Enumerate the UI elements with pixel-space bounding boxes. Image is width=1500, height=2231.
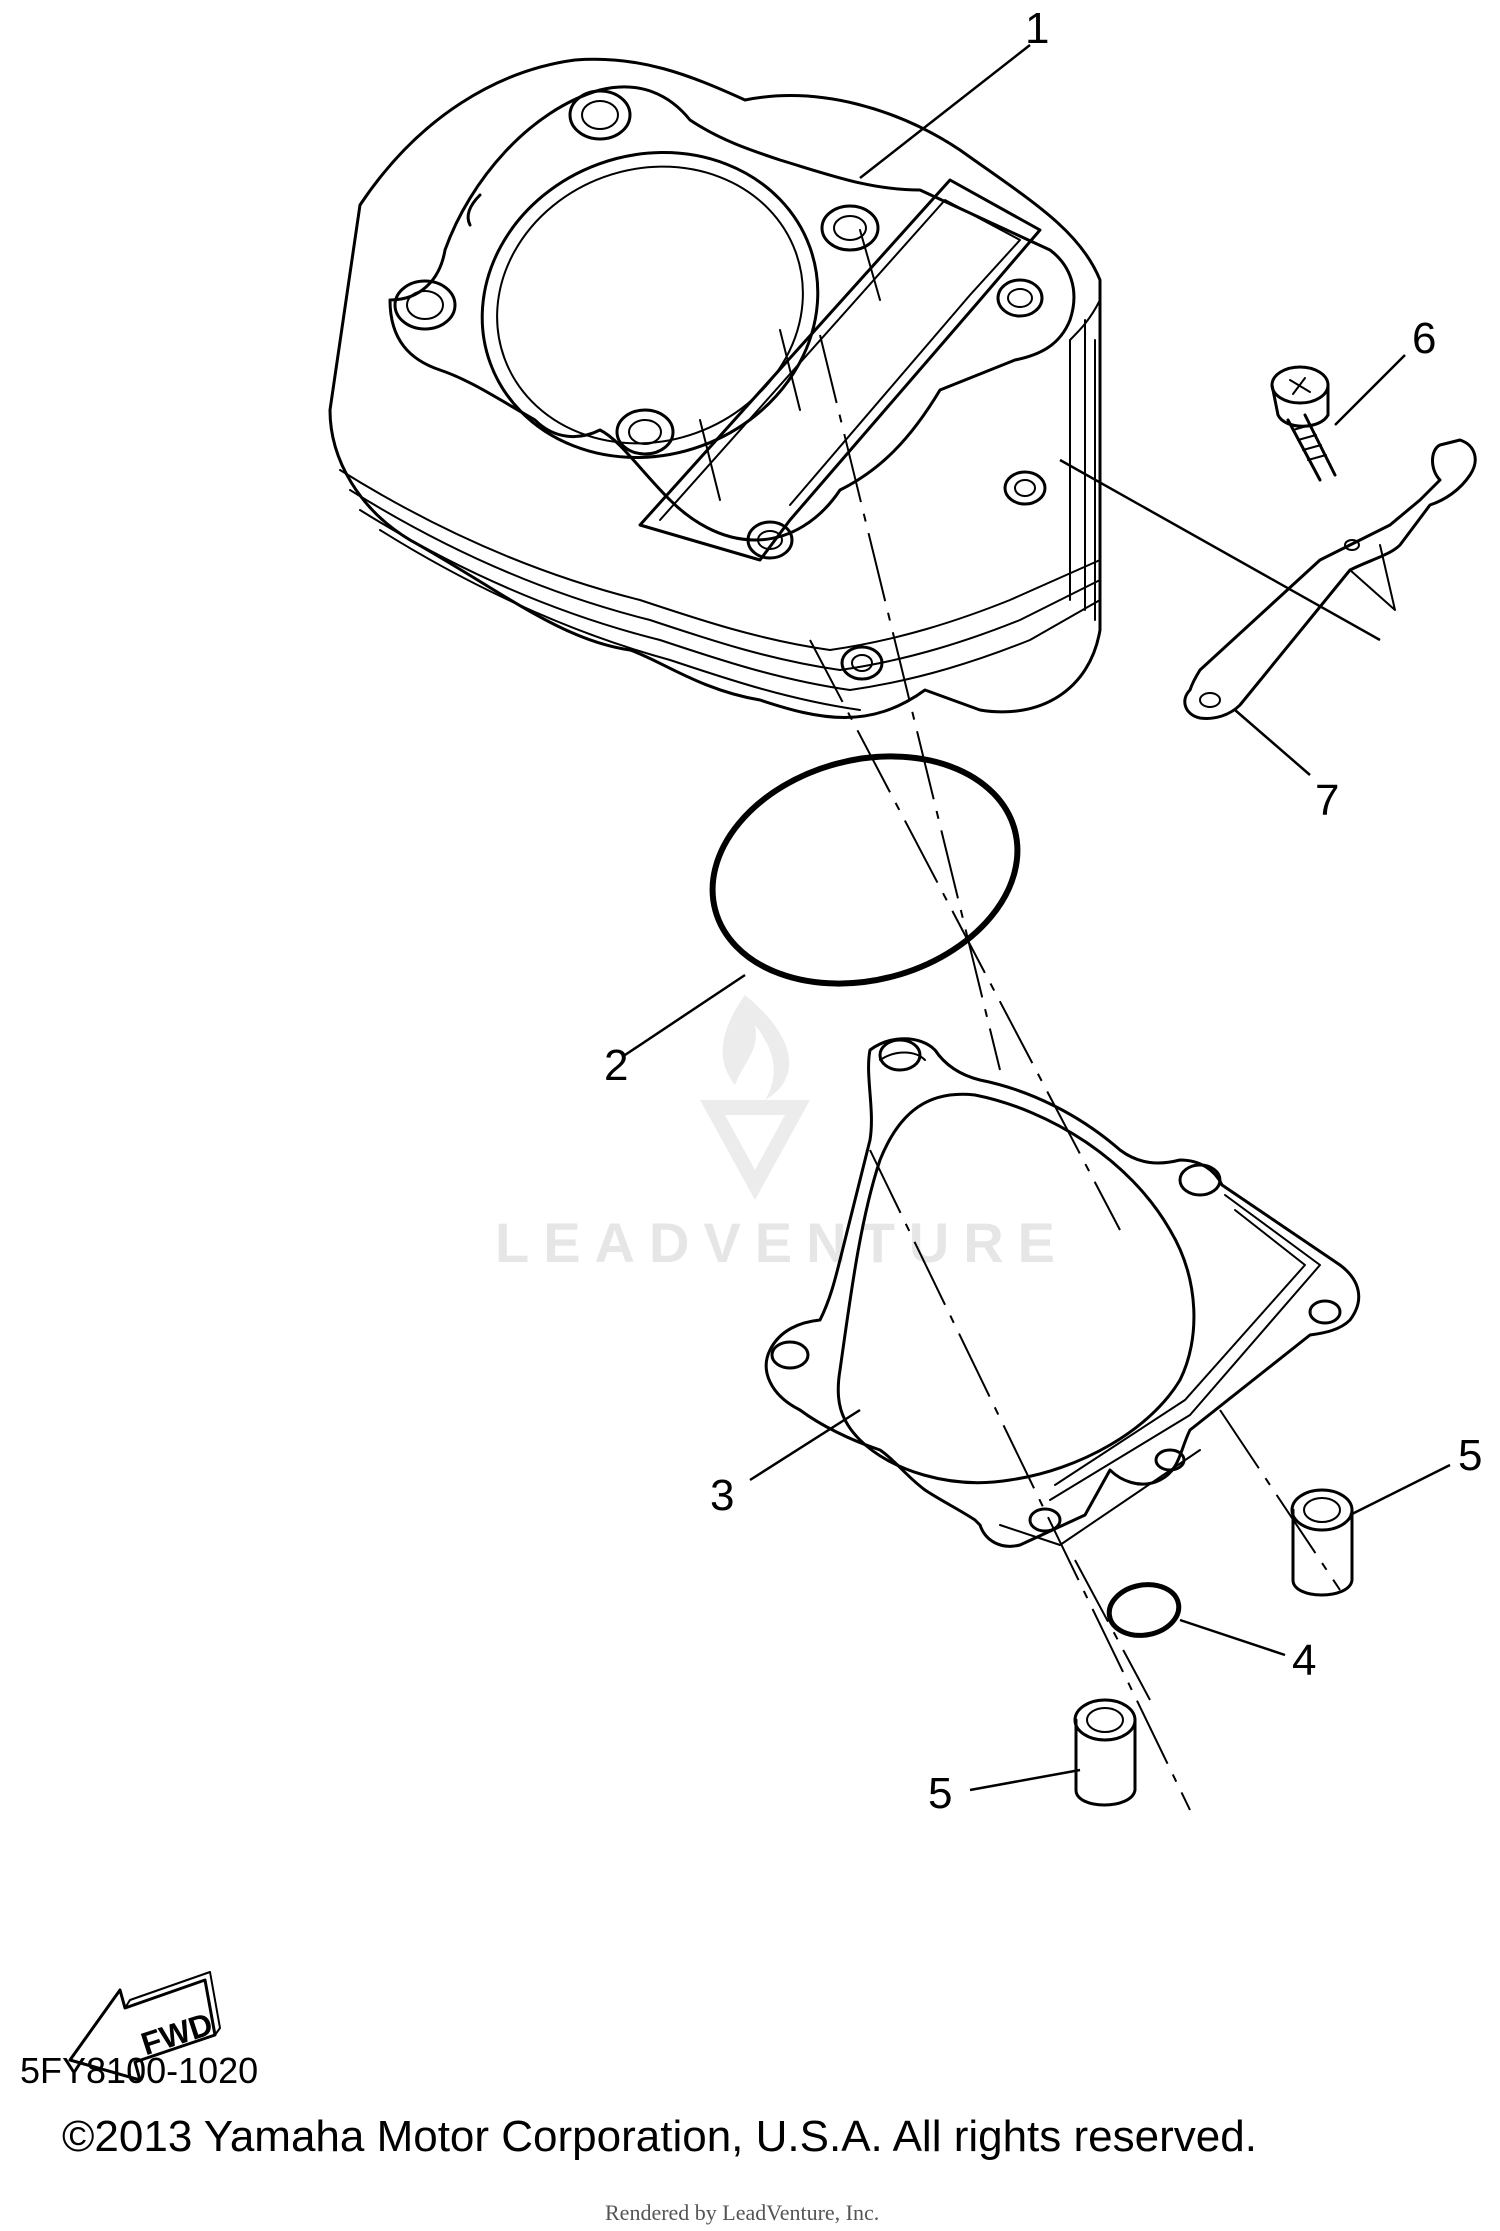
dowel-pin-part-b xyxy=(1073,1698,1137,1807)
v-logo-icon xyxy=(700,1100,810,1200)
cylinder-gasket-part xyxy=(764,1037,1361,1548)
rendered-by-text: Rendered by LeadVenture, Inc. xyxy=(605,2200,880,2225)
bracket-part xyxy=(1183,438,1477,720)
small-o-ring-part xyxy=(1106,1582,1182,1638)
fwd-arrow-icon xyxy=(68,1978,217,2082)
bolt-part xyxy=(1270,365,1337,482)
diagram-code: 5FY8100-1020 xyxy=(20,2050,259,2091)
callout-5a: 5 xyxy=(1458,1431,1482,1480)
callout-6: 6 xyxy=(1412,314,1436,363)
dowel-pin-part-a xyxy=(1290,1488,1354,1597)
callout-2: 2 xyxy=(604,1041,628,1090)
copyright-text: ©2013 Yamaha Motor Corporation, U.S.A. A… xyxy=(62,2112,1257,2161)
callout-4: 4 xyxy=(1292,1636,1316,1685)
o-ring-part xyxy=(709,753,1021,987)
alignment-lines xyxy=(809,334,1381,1811)
callout-3: 3 xyxy=(710,1471,734,1520)
callout-1: 1 xyxy=(1025,4,1049,53)
callout-5b: 5 xyxy=(928,1769,952,1818)
cylinder-part xyxy=(328,57,1102,719)
flame-icon xyxy=(722,995,790,1100)
watermark-text: LEADVENTURE xyxy=(495,1211,1069,1274)
leader-lines xyxy=(624,44,1451,1792)
leadventure-watermark: LEADVENTURE xyxy=(495,995,1069,1274)
callout-numbers: 1 2 3 4 5 5 6 7 xyxy=(604,4,1482,1818)
callout-7: 7 xyxy=(1315,776,1339,825)
